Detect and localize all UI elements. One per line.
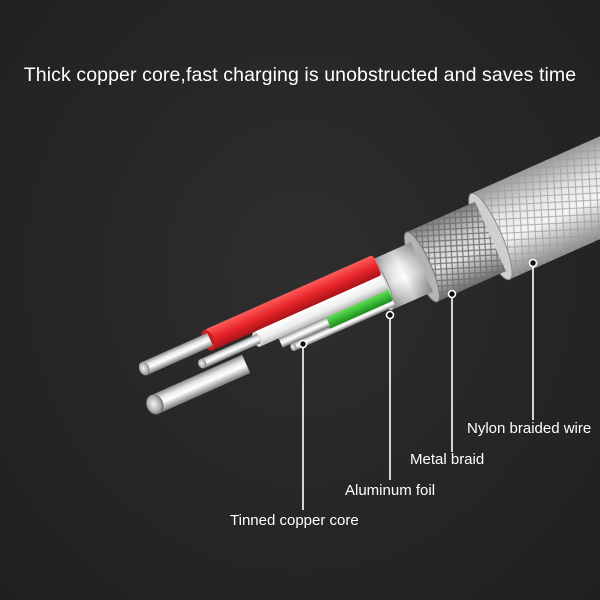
tinned-copper-core-strand [290, 298, 396, 352]
green-wire [278, 288, 393, 348]
callout-nylon-braided-wire: Nylon braided wire [467, 420, 592, 437]
callout-leaders [298, 258, 538, 510]
white-wire [198, 275, 388, 369]
callout-tinned-copper-core: Tinned copper core [230, 512, 359, 529]
callout-aluminum-foil: Aluminum foil [345, 482, 436, 499]
headline: Thick copper core,fast charging is unobs… [23, 64, 577, 86]
callout-metal-braid: Metal braid [410, 451, 485, 468]
large-copper-strand [146, 354, 251, 415]
red-wire [138, 255, 381, 376]
